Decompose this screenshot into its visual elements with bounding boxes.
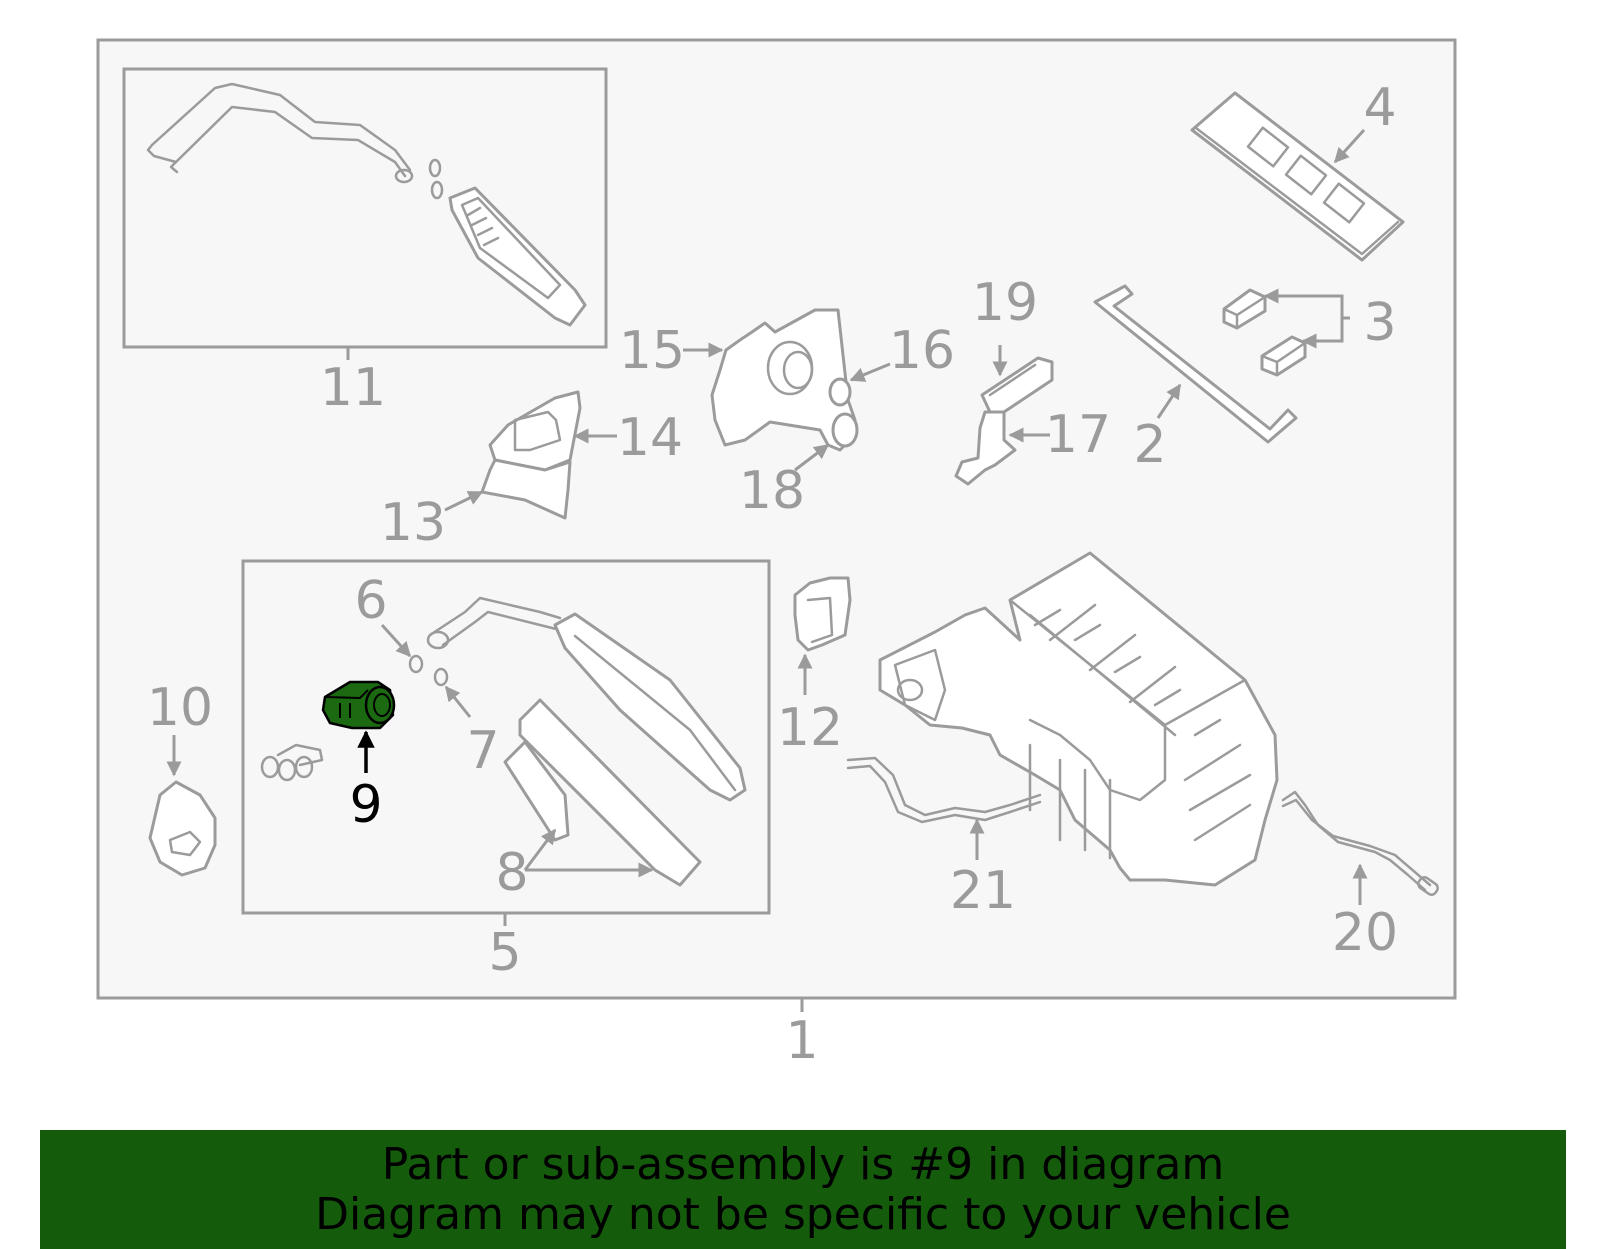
part-1-hvac-housing — [878, 551, 1279, 887]
callout-14: 14 — [617, 408, 683, 468]
part-11-heater-core — [146, 82, 587, 327]
part-2-seal — [1093, 284, 1298, 444]
callout-6: 6 — [354, 571, 387, 631]
leader-4 — [1333, 128, 1366, 164]
callout-21: 21 — [950, 861, 1016, 921]
callout-5: 5 — [488, 923, 521, 983]
leader-6 — [380, 623, 412, 658]
part-14-bracket — [488, 390, 582, 472]
callout-9-highlighted: 9 — [349, 775, 382, 835]
leader-7 — [444, 685, 472, 718]
callout-18: 18 — [739, 461, 805, 521]
callout-1: 1 — [785, 1011, 818, 1071]
callout-16: 16 — [889, 321, 955, 381]
callout-7: 7 — [466, 721, 499, 781]
info-banner: Part or sub-assembly is #9 in diagram Di… — [40, 1130, 1566, 1249]
part-13-duct — [480, 458, 572, 520]
part-8-seals — [503, 698, 702, 887]
callout-15: 15 — [619, 321, 685, 381]
callout-2: 2 — [1133, 415, 1166, 475]
heater-core-subassembly-frame — [122, 67, 608, 349]
callout-10: 10 — [147, 678, 213, 738]
leader-13 — [444, 490, 484, 512]
part-12-sensor — [793, 576, 852, 652]
leader-2 — [1156, 383, 1182, 419]
part-6-oring — [408, 654, 424, 674]
part-7-oring — [433, 667, 449, 687]
callout-8: 8 — [495, 843, 528, 903]
callout-20: 20 — [1332, 903, 1398, 963]
leader-16 — [849, 362, 891, 382]
part-screws — [260, 743, 324, 782]
part-20-drain-hose — [1281, 790, 1439, 896]
part-15-door-assembly — [710, 308, 859, 452]
part-17-bracket — [954, 410, 1017, 486]
part-21-tube — [846, 756, 1042, 824]
callout-3: 3 — [1363, 293, 1396, 353]
part-4-cabin-filter — [1190, 91, 1405, 262]
callout-4: 4 — [1363, 78, 1396, 138]
leader-18 — [794, 443, 830, 472]
part-3-clips — [1222, 288, 1307, 377]
leader-8a — [523, 828, 557, 871]
callout-17: 17 — [1045, 405, 1111, 465]
part-5-evaporator — [426, 596, 747, 802]
part-10-cover — [148, 780, 217, 877]
callout-13: 13 — [380, 493, 446, 553]
callout-19: 19 — [972, 273, 1038, 333]
callout-12: 12 — [777, 698, 843, 758]
banner-line-part: Part or sub-assembly is #9 in diagram — [381, 1139, 1225, 1190]
callout-11: 11 — [320, 358, 386, 418]
part-9-actuator-highlighted — [321, 680, 396, 730]
banner-line-disclaimer: Diagram may not be specific to your vehi… — [315, 1189, 1291, 1240]
